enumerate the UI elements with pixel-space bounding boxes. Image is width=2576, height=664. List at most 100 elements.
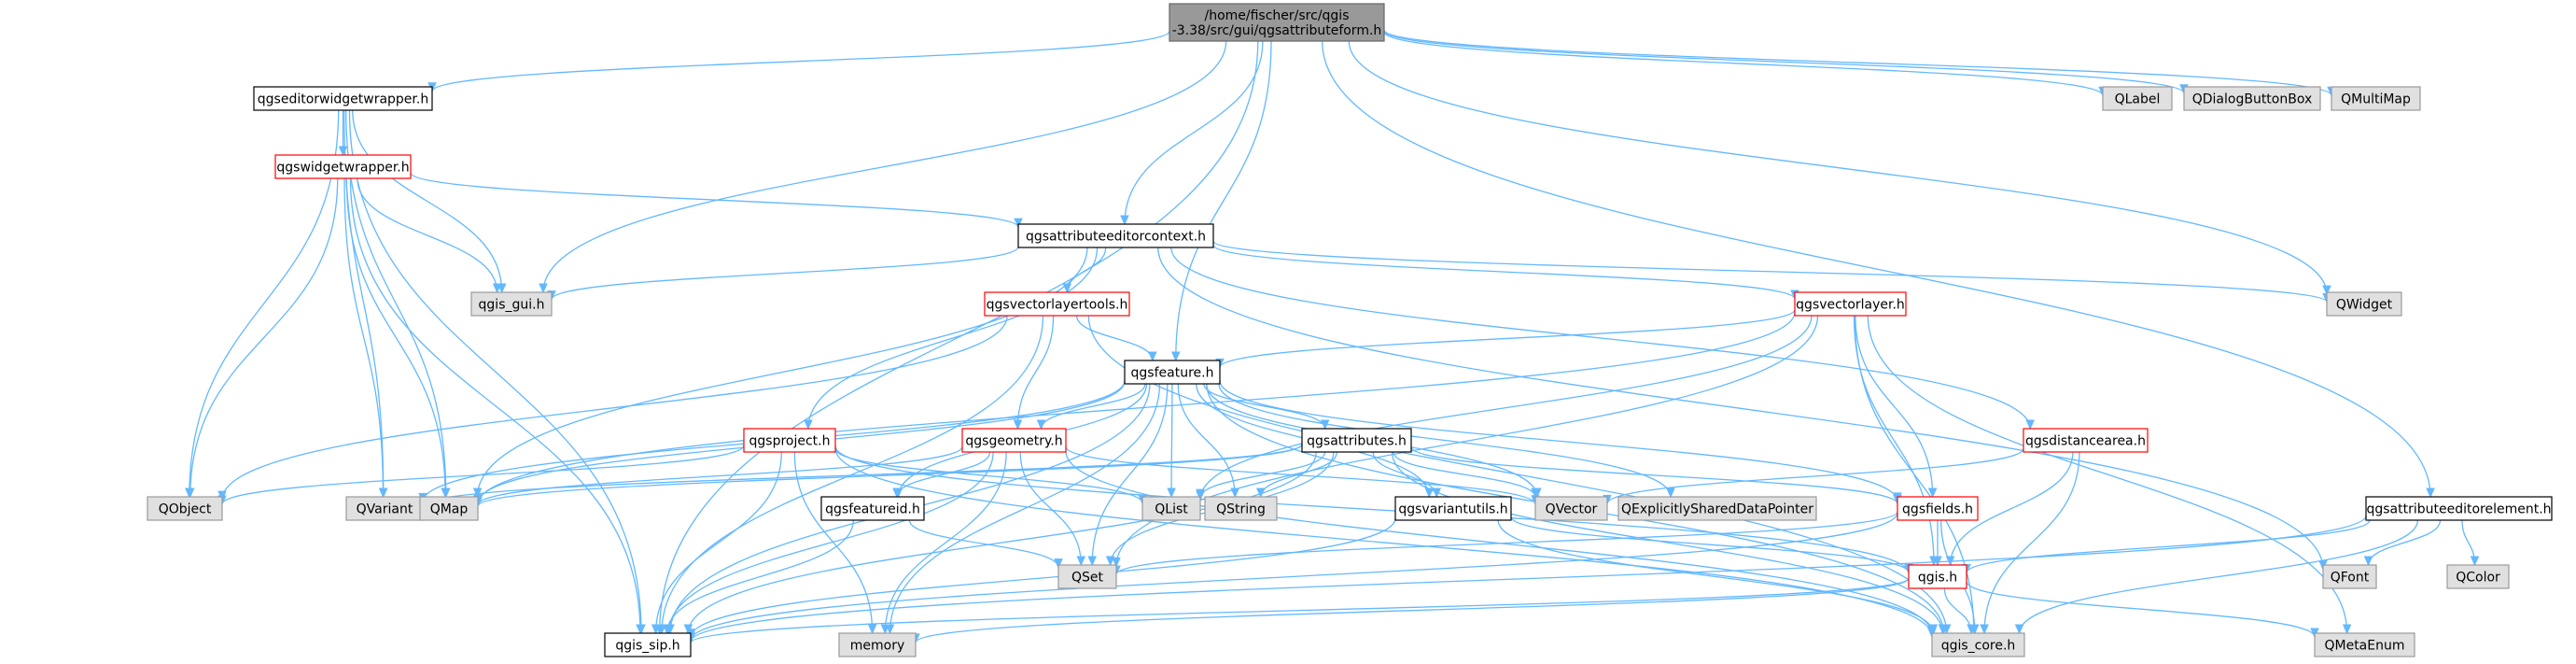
- node-box: [984, 291, 1130, 317]
- node-label: /home/fischer/src/qgis: [1204, 8, 1349, 23]
- node-label: qgsgeometry.h: [965, 434, 1062, 449]
- node-label: QObject: [159, 502, 212, 517]
- node-qgsvectorlayer[interactable]: qgsvectorlayer.h: [1794, 291, 1907, 317]
- node-qmetaenum[interactable]: QMetaEnum: [2314, 632, 2415, 657]
- edge-qgsattributes-to-qlist: [1199, 451, 1326, 499]
- edge-arrowhead: [1666, 487, 1675, 499]
- node-qgsgeometry[interactable]: qgsgeometry.h: [961, 428, 1067, 453]
- edge-arrowhead: [1036, 419, 1046, 431]
- node-qgsdistancearea[interactable]: qgsdistancearea.h: [2023, 428, 2149, 453]
- edge-root-to-qgsfeature: [1175, 40, 1272, 361]
- node-qgis_sip[interactable]: qgis_sip.h: [604, 632, 692, 657]
- node-box: [1897, 496, 1979, 521]
- node-qgsfields[interactable]: qgsfields.h: [1897, 496, 1979, 521]
- edge-arrowhead: [651, 624, 661, 635]
- node-qgseditorwidgetwrapper[interactable]: qgseditorwidgetwrapper.h: [253, 86, 433, 111]
- node-qgis_core[interactable]: qgis_core.h: [1931, 632, 2025, 657]
- edge-qgsattributeeditorelement-to-qgis_sip: [690, 515, 2367, 643]
- edge-qgsproject-to-qgis: [834, 445, 1910, 573]
- node-label: memory: [850, 639, 905, 654]
- node-qgis[interactable]: qgis.h: [1908, 564, 1967, 589]
- node-qmap[interactable]: QMap: [419, 496, 479, 521]
- node-qgsattributeeditorelement[interactable]: qgsattributeeditorelement.h: [2365, 496, 2553, 521]
- edge-qgsvectorlayertools-to-qobject: [221, 315, 1008, 501]
- node-root[interactable]: /home/fischer/src/qgis-3.38/src/gui/qgsa…: [1169, 3, 1385, 42]
- node-qlist[interactable]: QList: [1141, 496, 1201, 521]
- node-label: QString: [1216, 502, 1266, 517]
- edge-arrowhead: [1054, 558, 1063, 569]
- edge-arrowhead: [1531, 487, 1540, 499]
- node-label: QWidget: [2336, 298, 2393, 313]
- edge-qgsvectorlayertools-to-qgis_sip: [661, 315, 1044, 634]
- edge-qgsfields-to-qset: [1115, 511, 1898, 575]
- node-box: [2446, 564, 2510, 589]
- node-qexplicitlyshareddatapointer[interactable]: QExplicitlySharedDataPointer: [1617, 496, 1817, 521]
- node-label: QSet: [1071, 571, 1104, 586]
- node-layer: /home/fischer/src/qgis-3.38/src/gui/qgsa…: [147, 3, 2553, 657]
- edge-arrowhead: [338, 146, 348, 157]
- edge-qgswidgetwrapper-to-qmap: [345, 177, 446, 498]
- node-qgsproject[interactable]: qgsproject.h: [743, 428, 836, 453]
- node-box: [1301, 428, 1412, 453]
- node-qlabel[interactable]: QLabel: [2102, 86, 2173, 111]
- node-box: [274, 154, 412, 179]
- edge-root-to-qwidget: [1348, 40, 2328, 295]
- edge-arrowhead: [1980, 624, 1989, 635]
- node-qgsfeatureid[interactable]: qgsfeatureid.h: [820, 496, 925, 521]
- node-qset[interactable]: QSet: [1057, 564, 1117, 589]
- node-label: qgis_sip.h: [615, 639, 679, 654]
- edge-qgsattributes-to-qvector: [1393, 451, 1536, 498]
- node-qgsattributes[interactable]: qgsattributes.h: [1301, 428, 1412, 453]
- node-box: [1617, 496, 1817, 521]
- edge-qgis-to-memory: [915, 577, 1910, 643]
- edge-qgsvectorlayer-to-qmap: [477, 312, 1796, 504]
- edge-arrowhead: [804, 419, 813, 431]
- edge-root-to-qgsattributeeditorcontext: [1124, 40, 1264, 225]
- node-qmultimap[interactable]: QMultiMap: [2331, 86, 2421, 111]
- node-qdialogbuttonbox[interactable]: QDialogButtonBox: [2183, 86, 2321, 111]
- edge-arrowhead: [1120, 215, 1129, 226]
- node-qobject[interactable]: QObject: [147, 496, 223, 521]
- node-qvariant[interactable]: QVariant: [345, 496, 424, 521]
- node-qstring[interactable]: QString: [1204, 496, 1278, 521]
- edge-arrowhead: [539, 283, 548, 294]
- node-qgsvariantutils[interactable]: qgsvariantutils.h: [1394, 496, 1512, 521]
- node-label: qgswidgetwrapper.h: [276, 161, 409, 176]
- node-qgsattributeeditorcontext[interactable]: qgsattributeeditorcontext.h: [1017, 223, 1214, 248]
- edge-arrowhead: [2470, 556, 2480, 567]
- edge-qgsdistancearea-to-qvector: [1606, 448, 2024, 504]
- node-label: qgsfields.h: [1902, 502, 1973, 517]
- node-box: [820, 496, 925, 521]
- edge-layer: [185, 29, 2480, 644]
- node-qgswidgetwrapper[interactable]: qgswidgetwrapper.h: [274, 154, 412, 179]
- node-qgsfeature[interactable]: qgsfeature.h: [1124, 360, 1221, 385]
- edge-arrowhead: [1196, 488, 1205, 500]
- node-qvector[interactable]: QVector: [1534, 496, 1608, 521]
- edge-qgsproject-to-qgis_sip: [655, 451, 782, 634]
- node-memory[interactable]: memory: [838, 632, 917, 657]
- edge-qgsattributes-to-qgis_sip: [687, 451, 1317, 634]
- edge-qgsattributes-to-qmap: [477, 444, 1303, 507]
- node-box: [1141, 496, 1201, 521]
- edge-qgsvectorlayertools-to-qgsgeometry: [1016, 315, 1055, 430]
- edge-arrowhead: [1076, 556, 1086, 567]
- node-label: qgsdistancearea.h: [2025, 434, 2146, 449]
- edge-root-to-qgseditorwidgetwrapper: [431, 30, 1170, 92]
- node-qcolor[interactable]: QColor: [2446, 564, 2510, 589]
- node-box: [2365, 496, 2553, 521]
- node-box: [604, 632, 692, 657]
- edge-arrowhead: [492, 283, 502, 294]
- edge-qgsfeature-to-qexplicitlyshareddatapointer: [1218, 383, 1672, 498]
- node-box: [2331, 86, 2421, 111]
- edge-arrowhead: [880, 624, 890, 635]
- edge-qgsfeature-to-memory: [889, 383, 1161, 634]
- node-box: [743, 428, 836, 453]
- node-box: [147, 496, 223, 521]
- edge-arrowhead: [1148, 351, 1157, 362]
- node-qwidget[interactable]: QWidget: [2326, 291, 2402, 317]
- node-qfont[interactable]: QFont: [2322, 564, 2377, 589]
- edge-root-to-qgis_gui: [542, 40, 1227, 293]
- node-qgis_gui[interactable]: qgis_gui.h: [470, 291, 553, 317]
- edge-qgsattributeeditorelement-to-qgis_core: [2018, 519, 2419, 634]
- node-qgsvectorlayertools[interactable]: qgsvectorlayertools.h: [984, 291, 1130, 317]
